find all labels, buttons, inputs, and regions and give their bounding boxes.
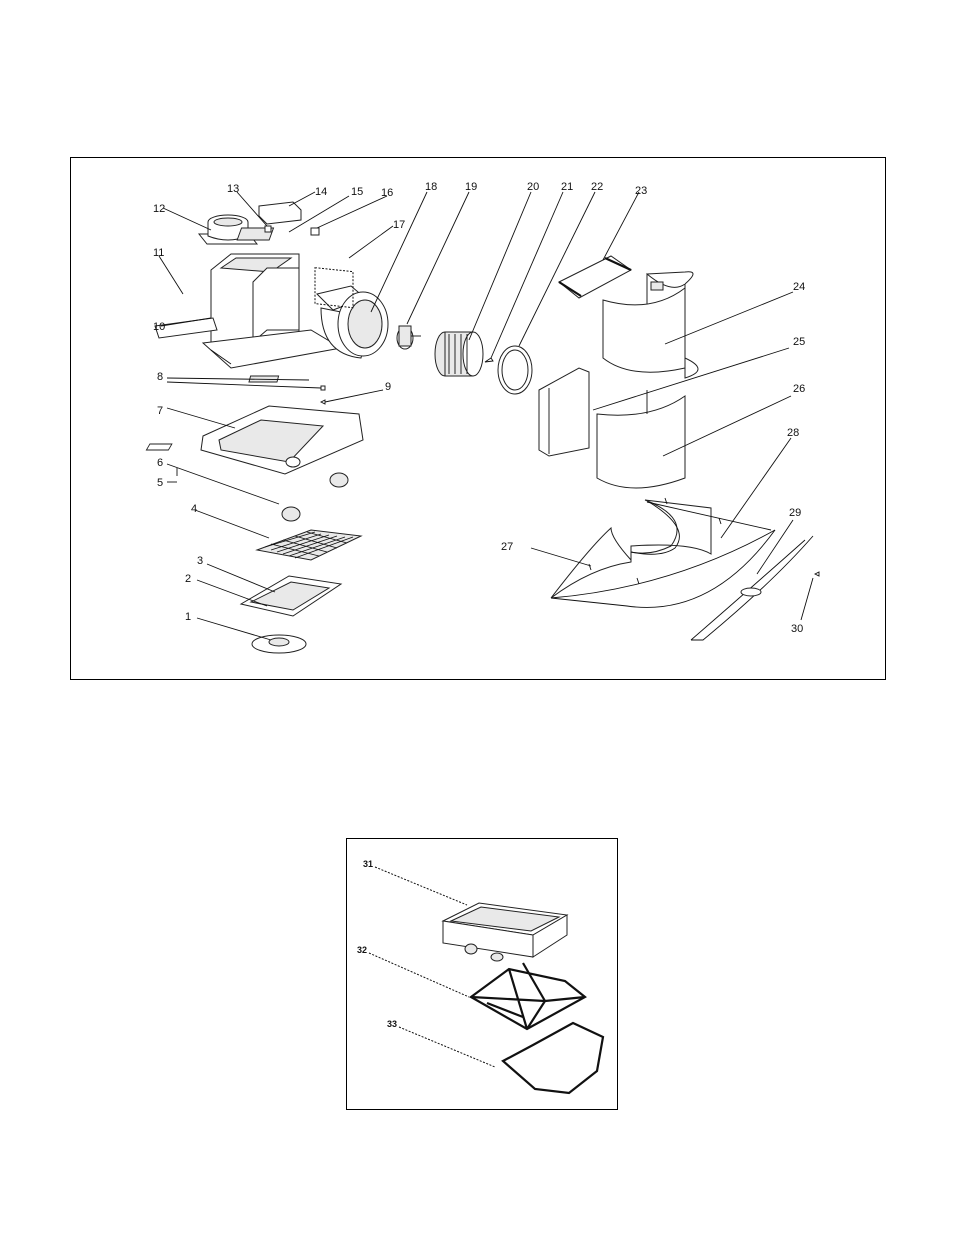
callout-4: 4: [191, 503, 197, 515]
inset-leader-lines: [368, 866, 496, 1068]
callout-13: 13: [227, 183, 239, 195]
callout-24: 24: [793, 281, 805, 293]
hood-canopy-part: [550, 499, 776, 608]
callout-19: 19: [465, 181, 477, 193]
callout-20: 20: [527, 181, 539, 193]
filter-housing-part: [441, 902, 569, 962]
callout-31: 31: [363, 859, 373, 869]
callout-17: 17: [393, 219, 405, 231]
callout-15: 15: [351, 186, 363, 198]
callout-33: 33: [387, 1019, 397, 1029]
callout-22: 22: [591, 181, 603, 193]
inlet-ring-part: [497, 345, 533, 395]
gasket-part: [314, 267, 354, 309]
hood-pan-part: [145, 405, 364, 475]
callout-21: 21: [561, 181, 573, 193]
main-exploded-diagram: 1 2 3 4 5 6 7 8 9 10 11 12 13 14 15 16 1…: [70, 157, 886, 680]
inset-diagram-canvas: 31 32 33: [357, 859, 605, 1095]
callout-23: 23: [635, 185, 647, 197]
main-diagram-canvas: 1 2 3 4 5 6 7 8 9 10 11 12 13 14 15 16 1…: [145, 181, 820, 654]
callout-16: 16: [381, 187, 393, 199]
callout-29: 29: [789, 507, 801, 519]
callout-32: 32: [357, 945, 367, 955]
callout-2: 2: [185, 573, 191, 585]
control-box-part: [258, 201, 302, 225]
lower-chimney-shell-part: [596, 390, 686, 489]
callout-3: 3: [197, 555, 203, 567]
wire-frame-part: [468, 962, 587, 1031]
motor-part: [396, 325, 421, 350]
callout-labels: 1 2 3 4 5 6 7 8 9 10 11 12 13 14 15 16 1…: [153, 181, 805, 635]
canopy-trim-part: [690, 535, 814, 641]
blower-wheel-part: [434, 331, 484, 377]
callout-6: 6: [157, 457, 163, 469]
callout-8: 8: [157, 371, 163, 383]
chimney-side-panel-part: [538, 367, 590, 457]
callout-1: 1: [185, 611, 191, 623]
callout-26: 26: [793, 383, 805, 395]
callout-18: 18: [425, 181, 437, 193]
blower-housing-part: [201, 253, 343, 369]
drip-tray-part: [239, 575, 343, 617]
callout-11: 11: [153, 247, 164, 259]
grease-filter-part: [255, 529, 363, 561]
charcoal-pad-part: [501, 1021, 605, 1095]
callout-27: 27: [501, 541, 513, 553]
switch-plate-parts: [236, 225, 320, 241]
callout-30: 30: [791, 623, 803, 635]
canopy-screws-part: [588, 497, 820, 585]
callout-10: 10: [153, 321, 165, 333]
upper-chimney-shell-part: [602, 286, 686, 373]
callout-12: 12: [153, 203, 165, 215]
set-screw-part: [484, 357, 494, 363]
callout-7: 7: [157, 405, 163, 417]
callout-28: 28: [787, 427, 799, 439]
filter-kit-inset-diagram: 31 32 33: [346, 838, 618, 1110]
callout-25: 25: [793, 336, 805, 348]
leader-lines: [158, 191, 814, 641]
bulb-cover-part: [251, 634, 307, 654]
callout-5: 5: [157, 477, 163, 489]
callout-14: 14: [315, 186, 327, 198]
callout-9: 9: [385, 381, 391, 393]
light-socket-parts: [281, 472, 349, 522]
chimney-bracket-part: [558, 255, 632, 299]
fasteners-part: [248, 375, 326, 405]
